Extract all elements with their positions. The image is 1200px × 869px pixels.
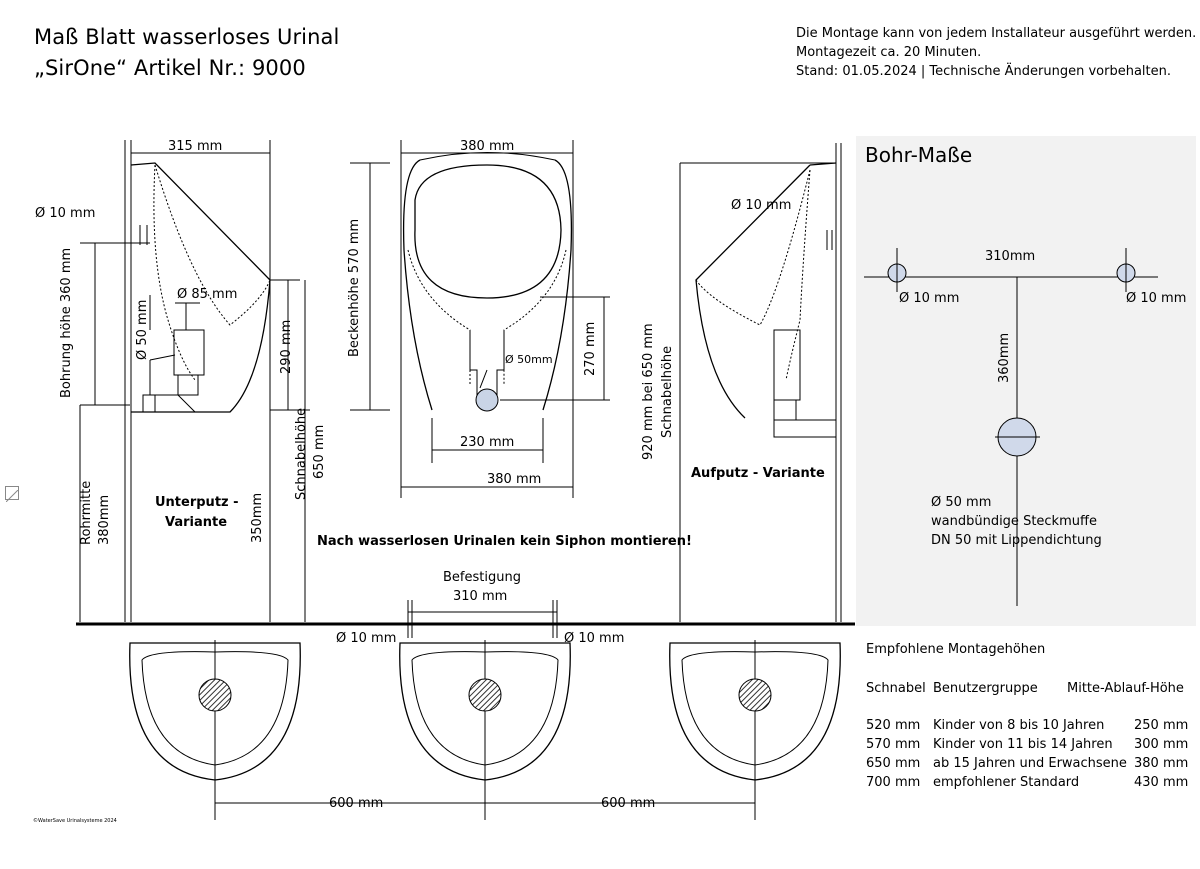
dim-drill-dia-right: Ø 10 mm — [731, 198, 792, 213]
dim-dia-85: Ø 85 mm — [177, 287, 238, 302]
fixing-distance: 310 mm — [453, 589, 508, 604]
dim-230: 230 mm — [460, 435, 515, 450]
variant-label-left-2: Variante — [165, 515, 228, 530]
fixing-label: Befestigung — [443, 570, 521, 585]
bohr-dia-right: Ø 10 mm — [1126, 291, 1187, 306]
siphon-warning: Nach wasserlosen Urinalen kein Siphon mo… — [317, 534, 692, 549]
table-cell: Kinder von 11 bis 14 Jahren — [933, 737, 1113, 752]
table-cell: 520 mm — [866, 718, 921, 733]
drilling-diagram — [864, 248, 1158, 606]
table-cell: 250 mm — [1134, 718, 1189, 733]
dim-drain-dia: Ø 50mm — [505, 353, 553, 366]
drilling-panel-title: Bohr-Maße — [865, 143, 973, 167]
page-title: Maß Blatt wasserloses Urinal — [34, 25, 340, 49]
bohr-dia-left: Ø 10 mm — [899, 291, 960, 306]
dim-dia-50-side: Ø 50 mm — [135, 299, 150, 360]
table-title: Empfohlene Montagehöhen — [866, 642, 1046, 657]
bohr-pipe-line2: wandbündige Steckmuffe — [931, 514, 1097, 529]
table-header-group: Benutzergruppe — [933, 681, 1038, 696]
spacing-right: 600 mm — [601, 796, 656, 811]
dim-drill-height: Bohrung höhe 360 mm — [59, 247, 74, 398]
fixing-dia-left: Ø 10 mm — [336, 631, 397, 646]
table-cell: ab 15 Jahren und Erwachsene — [933, 756, 1127, 771]
note-line-1: Die Montage kann von jedem Installateur … — [796, 26, 1197, 41]
dim-front-bottom-width: 380 mm — [487, 472, 542, 487]
table-cell: 650 mm — [866, 756, 921, 771]
spacing-left: 600 mm — [329, 796, 384, 811]
top-view-right — [669, 640, 841, 820]
table-cell: 570 mm — [866, 737, 921, 752]
fixing-dia-right: Ø 10 mm — [564, 631, 625, 646]
dim-rohrmitte-label: Rohrmitte — [79, 480, 94, 545]
variant-label-right: Aufputz - Variante — [691, 466, 825, 481]
left-side-view — [79, 140, 310, 622]
table-header-schnabel: Schnabel — [866, 681, 926, 696]
dim-270: 270 mm — [583, 321, 598, 376]
table-cell: 300 mm — [1134, 737, 1189, 752]
note-line-2: Montagezeit ca. 20 Minuten. — [796, 45, 982, 60]
bohr-pipe-line3: DN 50 mit Lippendichtung — [931, 533, 1102, 548]
dim-front-top-width: 380 mm — [460, 139, 515, 154]
dim-schnabel-value: 650 mm — [312, 424, 327, 479]
slash-icon — [5, 489, 19, 503]
dim-drill-dia-left: Ø 10 mm — [35, 206, 96, 221]
front-view — [350, 140, 610, 498]
checkbox-icon[interactable] — [5, 486, 19, 503]
table-header-drain: Mitte-Ablauf-Höhe — [1067, 681, 1184, 696]
bohr-distance: 310mm — [985, 249, 1036, 264]
dim-total-height-2: Schnabelhöhe — [660, 345, 675, 438]
dim-total-height-1: 920 mm bei 650 mm — [641, 323, 656, 460]
table-cell: empfohlener Standard — [933, 775, 1080, 790]
dim-rohrmitte-value: 380mm — [97, 494, 112, 545]
variant-label-left-1: Unterputz - — [155, 495, 239, 510]
top-view-left — [129, 640, 301, 820]
bohr-pipe-line1: Ø 50 mm — [931, 495, 992, 510]
note-line-3: Stand: 01.05.2024 | Technische Änderunge… — [796, 64, 1172, 79]
table-cell: 380 mm — [1134, 756, 1189, 771]
dim-350: 350mm — [250, 492, 265, 543]
table-cell: Kinder von 8 bis 10 Jahren — [933, 718, 1105, 733]
table-cell: 700 mm — [866, 775, 921, 790]
right-side-view — [679, 143, 842, 622]
copyright: ©WaterSave Urinalsysteme 2024 — [33, 818, 117, 824]
dim-schnabel-label: Schnabelhöhe — [294, 407, 309, 500]
dim-basin-height: Beckenhöhe 570 mm — [347, 218, 362, 357]
page-subtitle: „SirOne“ Artikel Nr.: 9000 — [34, 56, 306, 80]
bohr-height: 360mm — [997, 332, 1012, 383]
top-view-center — [399, 640, 571, 820]
drilling-panel — [856, 136, 1196, 626]
dim-290: 290 mm — [279, 319, 294, 374]
dim-width-315: 315 mm — [168, 139, 223, 154]
table-cell: 430 mm — [1134, 775, 1189, 790]
